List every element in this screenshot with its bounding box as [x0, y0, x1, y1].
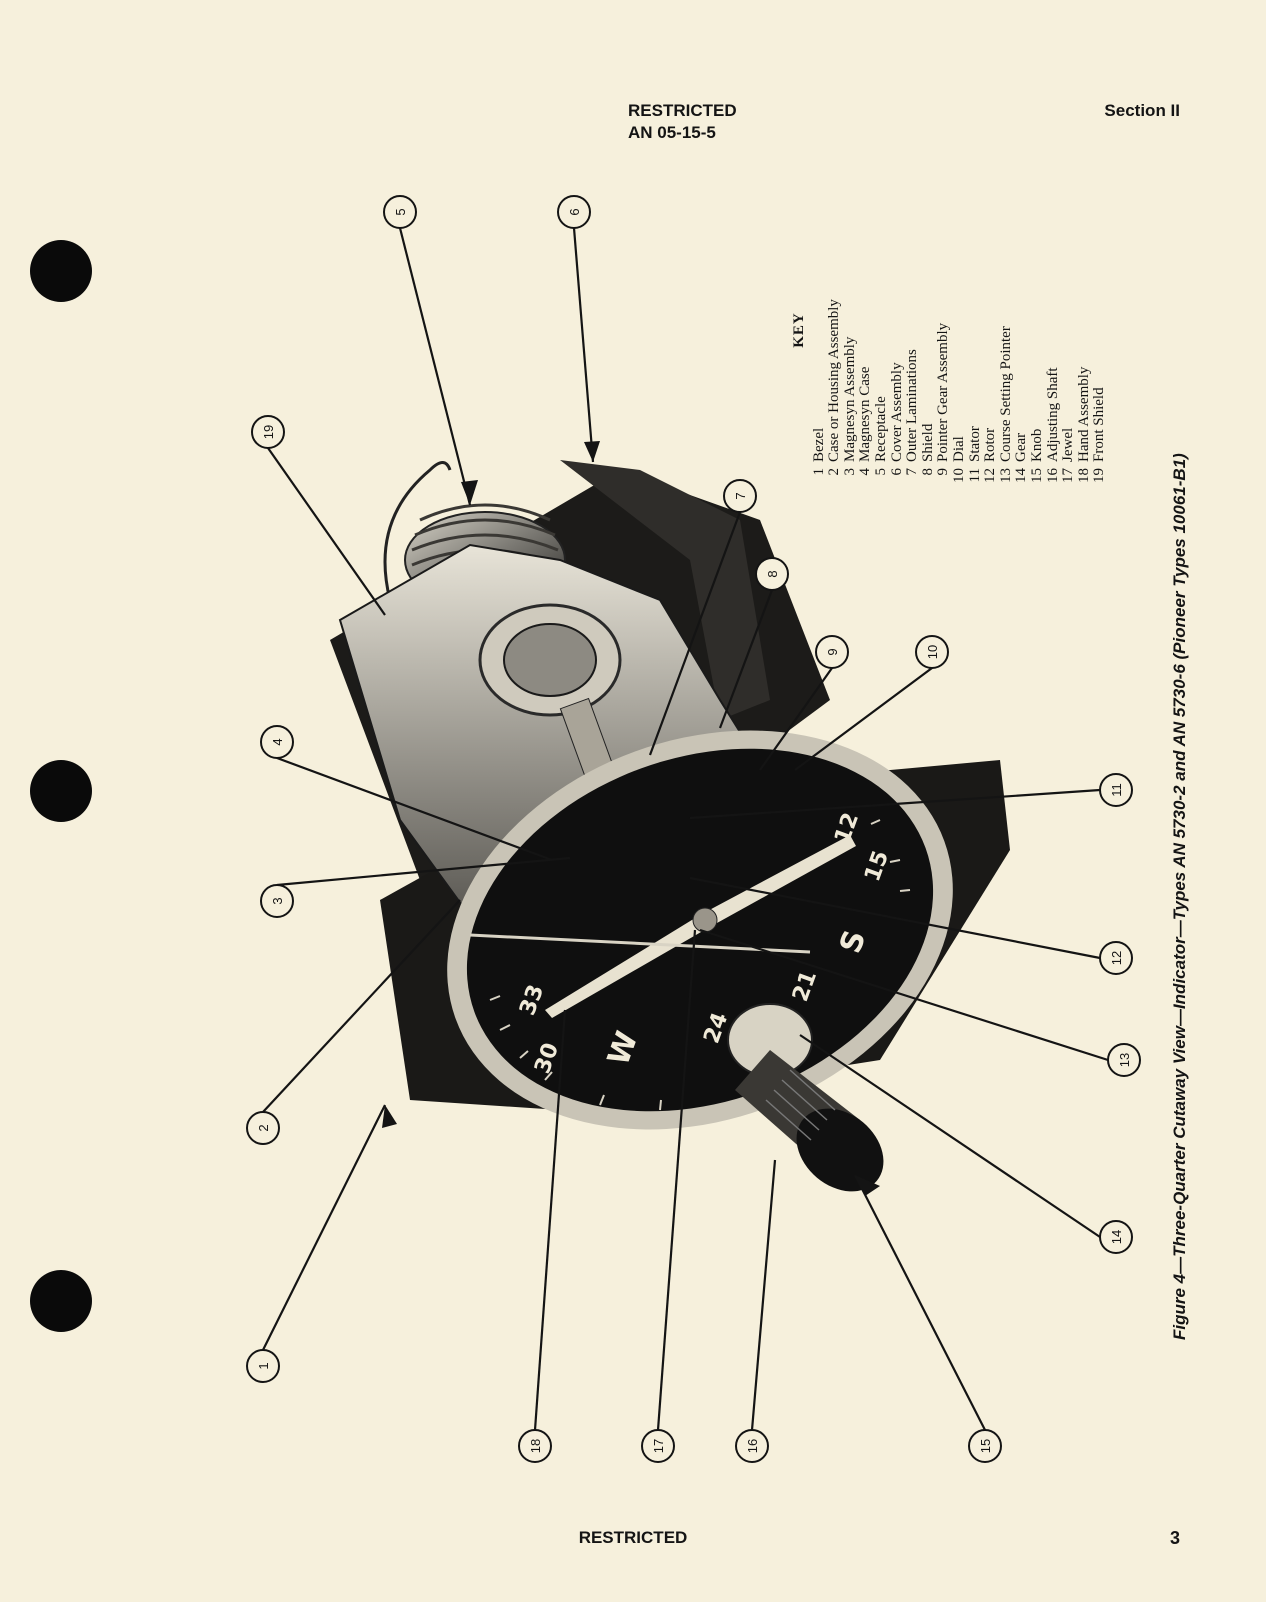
binder-hole-bottom [30, 1270, 92, 1332]
key-item: 4Magnesyn Case [857, 366, 874, 476]
key-title: KEY [791, 312, 807, 348]
key-item: 17Jewel [1060, 427, 1077, 483]
callout-3: 3 [270, 897, 285, 904]
key-item: 9Pointer Gear Assembly [935, 322, 952, 476]
key-item: 10Dial [950, 436, 967, 483]
leader-lines [262, 227, 1109, 1431]
key-legend: KEY 1Bezel 2Case or Housing Assembly 3Ma… [791, 170, 1152, 490]
section-label: Section II [1104, 101, 1180, 120]
binder-hole-top [30, 240, 92, 302]
key-item: 6Cover Assembly [888, 362, 905, 476]
callout-14: 14 [1109, 1230, 1124, 1244]
callout-2: 2 [256, 1124, 271, 1131]
callout-1: 1 [256, 1362, 271, 1369]
key-item: 7Outer Laminations [904, 349, 921, 476]
callout-11: 11 [1109, 783, 1124, 797]
key-item: 13Course Setting Pointer [997, 326, 1014, 483]
key-item: 8Shield [919, 423, 936, 476]
callout-15: 15 [978, 1439, 993, 1453]
callout-6: 6 [567, 208, 582, 215]
key-item: 5Receptacle [872, 396, 889, 476]
callout-8: 8 [765, 570, 780, 577]
callout-10: 10 [925, 645, 940, 659]
callout-7: 7 [733, 492, 748, 499]
key-item: 19Front Shield [1091, 387, 1108, 483]
figure-caption-text: Figure 4—Three-Quarter Cutaway View—Indi… [1170, 453, 1189, 1340]
key-item: 2Case or Housing Assembly [826, 299, 843, 476]
callout-4: 4 [270, 738, 285, 745]
footer-classification: RESTRICTED [578, 1528, 688, 1547]
key-item: 1Bezel [810, 427, 827, 476]
key-item: 16Adjusting Shaft [1044, 367, 1061, 483]
key-item: 14Gear [1013, 432, 1030, 483]
callout-circles [246, 195, 1141, 1463]
figure-caption: Figure 4—Three-Quarter Cutaway View—Indi… [1164, 340, 1200, 1340]
callout-19: 19 [261, 425, 276, 439]
key-item: 3Magnesyn Assembly [841, 336, 858, 476]
callout-9: 9 [825, 648, 840, 655]
hand-assembly [469, 835, 856, 1018]
binder-hole-middle [30, 760, 92, 822]
key-item: 18Hand Assembly [1075, 366, 1092, 483]
callout-16: 16 [745, 1439, 760, 1453]
callout-12: 12 [1109, 951, 1124, 965]
arrowheads [382, 441, 880, 1196]
document-number: AN 05-15-5 [628, 123, 716, 142]
classification-label: RESTRICTED [628, 101, 737, 120]
callout-13: 13 [1117, 1053, 1132, 1067]
page-number: 3 [1169, 1528, 1180, 1548]
callout-5: 5 [393, 208, 408, 215]
key-item: 15Knob [1028, 428, 1045, 483]
header-classification: RESTRICTED AN 05-15-5 [628, 100, 737, 144]
knob [727, 1003, 884, 1192]
callout-17: 17 [651, 1439, 666, 1453]
key-item: 12Rotor [982, 427, 999, 483]
callout-18: 18 [528, 1439, 543, 1453]
key-item: 11Stator [966, 426, 983, 483]
